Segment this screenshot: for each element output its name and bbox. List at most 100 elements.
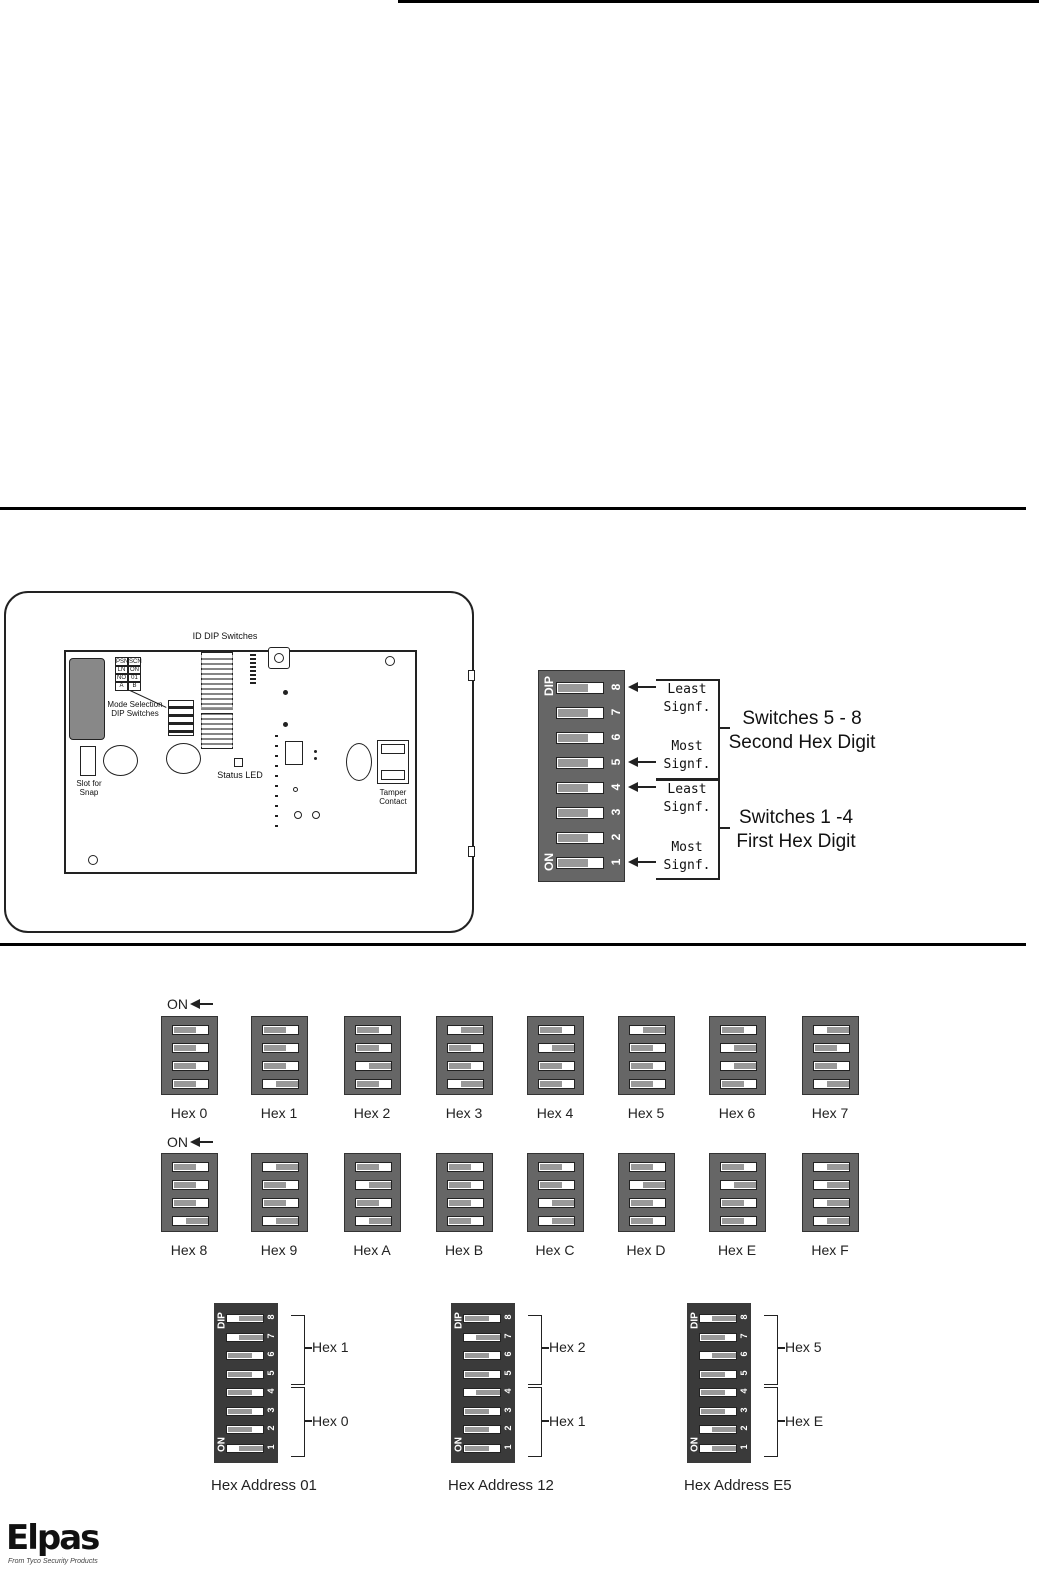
hex-dip-switch	[720, 1216, 757, 1226]
hex-dip-switch-knob	[369, 1182, 391, 1188]
hex-dip-switch-knob	[552, 1200, 574, 1206]
dip-switch-8	[556, 682, 604, 694]
address-dip-switch	[699, 1332, 737, 1342]
address-dip-number: 1	[503, 1444, 513, 1450]
hex-dip-switch	[629, 1043, 666, 1053]
address-dip-switch-knob	[228, 1390, 252, 1395]
address-dip-number: 5	[739, 1370, 749, 1376]
hex-switch-block	[802, 1016, 859, 1095]
dip-switch-number: 1	[609, 858, 623, 866]
address-dip-switch-knob	[712, 1427, 736, 1432]
on-arrow-line	[193, 1141, 213, 1143]
address-dip-switch	[463, 1314, 501, 1323]
hex-value-label: Hex 5	[627, 1105, 665, 1121]
dip-switch-2	[556, 832, 604, 844]
hex-dip-switch	[262, 1061, 299, 1071]
board-tab	[468, 846, 475, 857]
group-upper-subtitle: Second Hex Digit	[728, 732, 876, 753]
address-dip-switch	[226, 1314, 264, 1323]
hex-dip-switch	[813, 1079, 850, 1089]
on-side-label: ON	[542, 853, 556, 871]
hex-dip-switch	[262, 1180, 299, 1190]
hex-dip-switch	[538, 1079, 575, 1089]
address-dip-switch-knob	[712, 1316, 736, 1321]
hex-dip-switch-knob	[174, 1081, 196, 1087]
address-dip-switch	[699, 1425, 737, 1434]
hex-value-label: Hex 4	[536, 1105, 574, 1121]
hex-dip-switch	[172, 1025, 209, 1035]
status-led	[234, 758, 243, 767]
hex-dip-switch	[538, 1198, 575, 1208]
address-dip-number: 5	[266, 1370, 276, 1376]
hex-dip-switch	[262, 1025, 299, 1035]
push-button-cap	[274, 653, 284, 663]
hex-dip-switch-knob	[357, 1200, 379, 1206]
address-dip-number: 3	[739, 1407, 749, 1413]
hex-dip-switch-knob	[734, 1045, 756, 1051]
component-dot	[314, 757, 317, 760]
address-dip-number: 2	[503, 1425, 513, 1431]
bracket-tick	[541, 1420, 549, 1422]
pin-column	[275, 735, 278, 830]
address-bracket-upper	[528, 1315, 542, 1385]
address-dip-number: 2	[266, 1425, 276, 1431]
address-dip-switch	[699, 1388, 737, 1397]
group-bracket-lower	[656, 779, 720, 880]
hex-dip-switch	[172, 1180, 209, 1190]
hex-dip-switch-knob	[264, 1063, 286, 1069]
group-upper-title: Switches 5 - 8	[742, 708, 862, 729]
hex-dip-switch	[629, 1216, 666, 1226]
address-dip-switch-knob	[465, 1427, 489, 1432]
address-bracket-upper	[764, 1315, 778, 1385]
least-signf-label-lower: Least Signf.	[663, 782, 711, 815]
address-dip-switch-knob	[701, 1390, 725, 1395]
dip-switch-knob	[558, 859, 588, 867]
hex-dip-switch-knob	[369, 1063, 391, 1069]
hex-dip-switch-knob	[449, 1045, 471, 1051]
hex-dip-switch	[720, 1079, 757, 1089]
address-dip-switch-knob	[228, 1371, 252, 1377]
hex-dip-switch	[629, 1061, 666, 1071]
address-dip-switch	[226, 1388, 264, 1397]
hex-dip-switch	[355, 1061, 392, 1071]
address-dip-switch-knob	[228, 1353, 252, 1358]
address-dip-number: 8	[503, 1314, 513, 1320]
hex-dip-switch-knob	[449, 1200, 471, 1206]
hex-dip-switch	[629, 1079, 666, 1089]
hex-dip-switch	[720, 1043, 757, 1053]
hex-dip-switch-knob	[449, 1182, 471, 1188]
hex-dip-switch-knob	[631, 1081, 653, 1087]
battery-contact	[69, 658, 105, 740]
hex-dip-switch	[447, 1043, 484, 1053]
address-dip-switch	[226, 1425, 264, 1434]
hex-dip-switch-knob	[174, 1182, 196, 1188]
least-signf-label-upper: Least Signf.	[663, 682, 711, 715]
hex-dip-switch-knob	[174, 1027, 196, 1033]
address-dip-number: 6	[503, 1351, 513, 1357]
hex-dip-switch-knob	[827, 1164, 849, 1170]
hex-dip-switch-knob	[264, 1182, 286, 1188]
hex-dip-switch-knob	[827, 1200, 849, 1206]
dip-switch-7	[556, 707, 604, 719]
address-dip-number: 4	[503, 1388, 513, 1394]
snap-slot	[80, 746, 96, 776]
bracket-tick	[304, 1420, 312, 1422]
dip-switch-4	[556, 782, 604, 794]
hex-dip-switch-knob	[264, 1200, 286, 1206]
hex-dip-switch-knob	[815, 1063, 837, 1069]
address-dip-switch	[699, 1351, 737, 1360]
address-lower-hex: Hex E	[785, 1413, 824, 1429]
pointer-arrow-icon	[628, 782, 638, 792]
hex-dip-switch	[538, 1043, 575, 1053]
hex-dip-switch	[172, 1079, 209, 1089]
dip-switch-number: 5	[609, 758, 623, 766]
hex-dip-switch	[355, 1216, 392, 1226]
hex-value-label: Hex F	[811, 1242, 849, 1258]
address-upper-hex: Hex 5	[785, 1339, 822, 1355]
dip-switch-5	[556, 757, 604, 769]
hex-dip-switch	[538, 1180, 575, 1190]
address-dip-switch	[226, 1351, 264, 1360]
address-dip-number: 7	[503, 1333, 513, 1339]
